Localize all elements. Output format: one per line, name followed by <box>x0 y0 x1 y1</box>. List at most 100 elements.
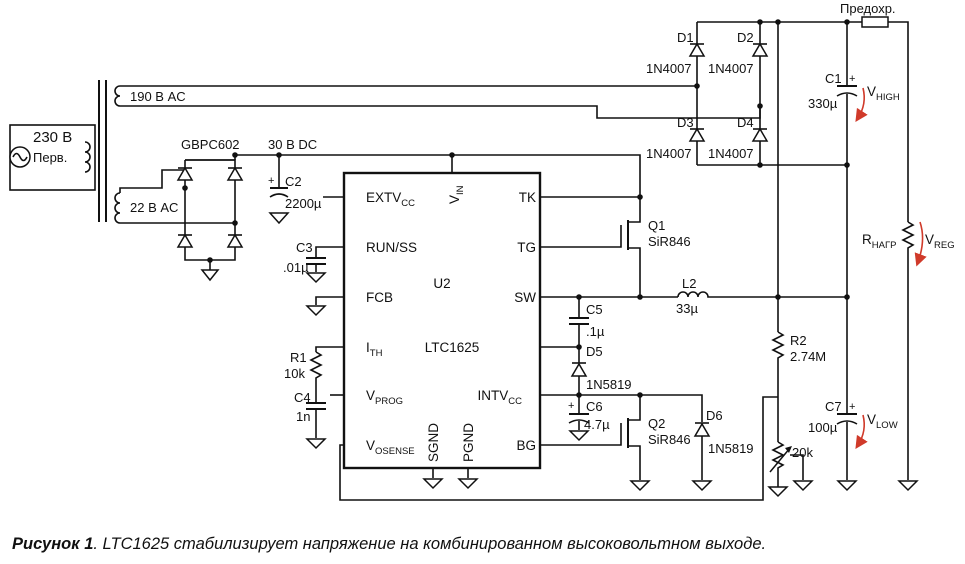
vhigh-arrow <box>855 87 868 123</box>
ground-icon <box>897 480 919 492</box>
hv-bridge: D1 D2 1N4007 1N4007 D3 D4 1N4007 1N4007 <box>646 19 769 168</box>
ground-icon <box>422 478 444 490</box>
ground-icon <box>691 480 713 492</box>
primary-coil <box>84 141 91 173</box>
svg-text:+: + <box>268 175 274 187</box>
d3-value: 1N4007 <box>646 146 692 161</box>
ground-icon <box>836 480 858 492</box>
vlow-label: VLOW <box>867 412 898 431</box>
vreg-arrow <box>914 221 927 267</box>
c4-value: 1n <box>296 409 310 424</box>
pin-pgnd: PGND <box>461 423 476 462</box>
d3-ref: D3 <box>677 115 694 130</box>
c4-ref: C4 <box>294 390 311 405</box>
r2-value: 2.74M <box>790 349 826 364</box>
c7-ref: C7 <box>825 399 842 414</box>
d5-ref: D5 <box>586 344 603 359</box>
ground-icon <box>200 269 220 282</box>
dc-label: 30 В DC <box>268 137 317 152</box>
c5-ref: C5 <box>586 302 603 317</box>
l2-value: 33µ <box>676 301 698 316</box>
capacitor-c4: C4 1n <box>294 390 327 450</box>
c1-ref: C1 <box>825 71 842 86</box>
resistor-rload: RНАГР <box>862 221 919 492</box>
vreg-label: VREG <box>925 232 955 251</box>
pin-tk: TK <box>519 190 536 205</box>
ground-icon <box>629 480 651 492</box>
d5-value: 1N5819 <box>586 377 632 392</box>
pin-bg: BG <box>516 438 536 453</box>
c1-value: 330µ <box>808 96 838 111</box>
capacitor-c3: C3 .01µ <box>283 240 344 284</box>
c7-value: 100µ <box>808 420 838 435</box>
pin-sw: SW <box>514 290 536 305</box>
caption-bold: Рисунок 1 <box>12 535 93 553</box>
mosfet-q2: Q2 SiR846 <box>540 395 691 492</box>
d2-ref: D2 <box>737 30 754 45</box>
c2-value: 2200µ <box>285 196 322 211</box>
bridge-diode-1 <box>176 166 194 181</box>
diode-d4 <box>751 127 769 142</box>
d4-value: 1N4007 <box>708 146 754 161</box>
ac-source-wave <box>12 152 28 162</box>
c6-value: 4.7µ <box>584 417 610 432</box>
mosfet-q1: Q1 SiR846 <box>540 197 691 297</box>
fuse-label: Предохр. <box>840 1 896 16</box>
q2-ref: Q2 <box>648 416 665 431</box>
bridge-diode-3 <box>176 233 194 248</box>
secondary-high-label: 190 В AC <box>130 89 186 104</box>
c3-value: .01µ <box>283 260 309 275</box>
q2-value: SiR846 <box>648 432 691 447</box>
ground-icon <box>792 480 814 492</box>
pin-vprog: VPROG <box>366 388 403 407</box>
bridge-diode-4 <box>226 233 244 248</box>
diode-d3 <box>688 127 706 142</box>
transformer: 230 В Перв. 190 В AC 22 В AC <box>9 80 186 224</box>
svg-text:+: + <box>849 73 855 85</box>
capacitor-c6: + C6 4.7µ <box>568 395 610 442</box>
resistor-r2: R2 2.74M <box>771 22 826 397</box>
svg-text:+: + <box>568 400 574 412</box>
r2-ref: R2 <box>790 333 807 348</box>
pin-tg: TG <box>517 240 536 255</box>
pin-intvcc: INTVCC <box>478 388 523 407</box>
c6-ref: C6 <box>586 399 603 414</box>
pin-sgnd: SGND <box>426 423 441 462</box>
pot-value: 20k <box>792 445 813 460</box>
ground-icon <box>305 272 327 284</box>
c5-value: .1µ <box>586 324 605 339</box>
c2-ref: C2 <box>285 174 302 189</box>
ground-icon <box>305 438 327 450</box>
d6-ref: D6 <box>706 408 723 423</box>
rload-label: RНАГР <box>862 232 896 251</box>
pin-ith: ITH <box>366 340 383 359</box>
diode-d6: D6 1N5819 <box>640 394 754 492</box>
potentiometer-20k: 20k <box>767 397 814 498</box>
caption-rest: . LTC1625 стабилизирует напряжение на ко… <box>93 535 766 553</box>
primary-voltage-label: 230 В <box>33 129 72 146</box>
vlow-arrow <box>855 414 868 450</box>
secondary-coil-low <box>114 192 121 224</box>
ground-icon <box>568 430 590 442</box>
capacitor-c7: + C7 100µ <box>808 297 858 492</box>
ground-icon <box>457 478 479 490</box>
r1-ref: R1 <box>290 350 307 365</box>
pin-vosense: VOSENSE <box>366 438 415 457</box>
primary-winding-label: Перв. <box>33 150 67 165</box>
secondary-coil-high <box>114 85 121 107</box>
inductor-l2: L2 33µ <box>676 276 847 316</box>
svg-text:+: + <box>849 401 855 413</box>
d1-value: 1N4007 <box>646 61 692 76</box>
pin-fcb: FCB <box>366 290 393 305</box>
capacitor-c2: + C2 2200µ <box>268 155 322 225</box>
ic-part: LTC1625 <box>425 340 480 355</box>
resistor-r1: R1 10k <box>284 346 344 392</box>
ground-icon <box>268 212 290 225</box>
pin-vin: VIN <box>447 185 466 204</box>
diode-d1 <box>688 42 706 57</box>
bridge-gbpc602: GBPC602 <box>176 137 244 282</box>
ground-icon <box>767 486 789 498</box>
ic-ltc1625: U2 LTC1625 EXTVCC RUN/SS FCB ITH VPROG V… <box>342 171 542 470</box>
r1-value: 10k <box>284 366 305 381</box>
